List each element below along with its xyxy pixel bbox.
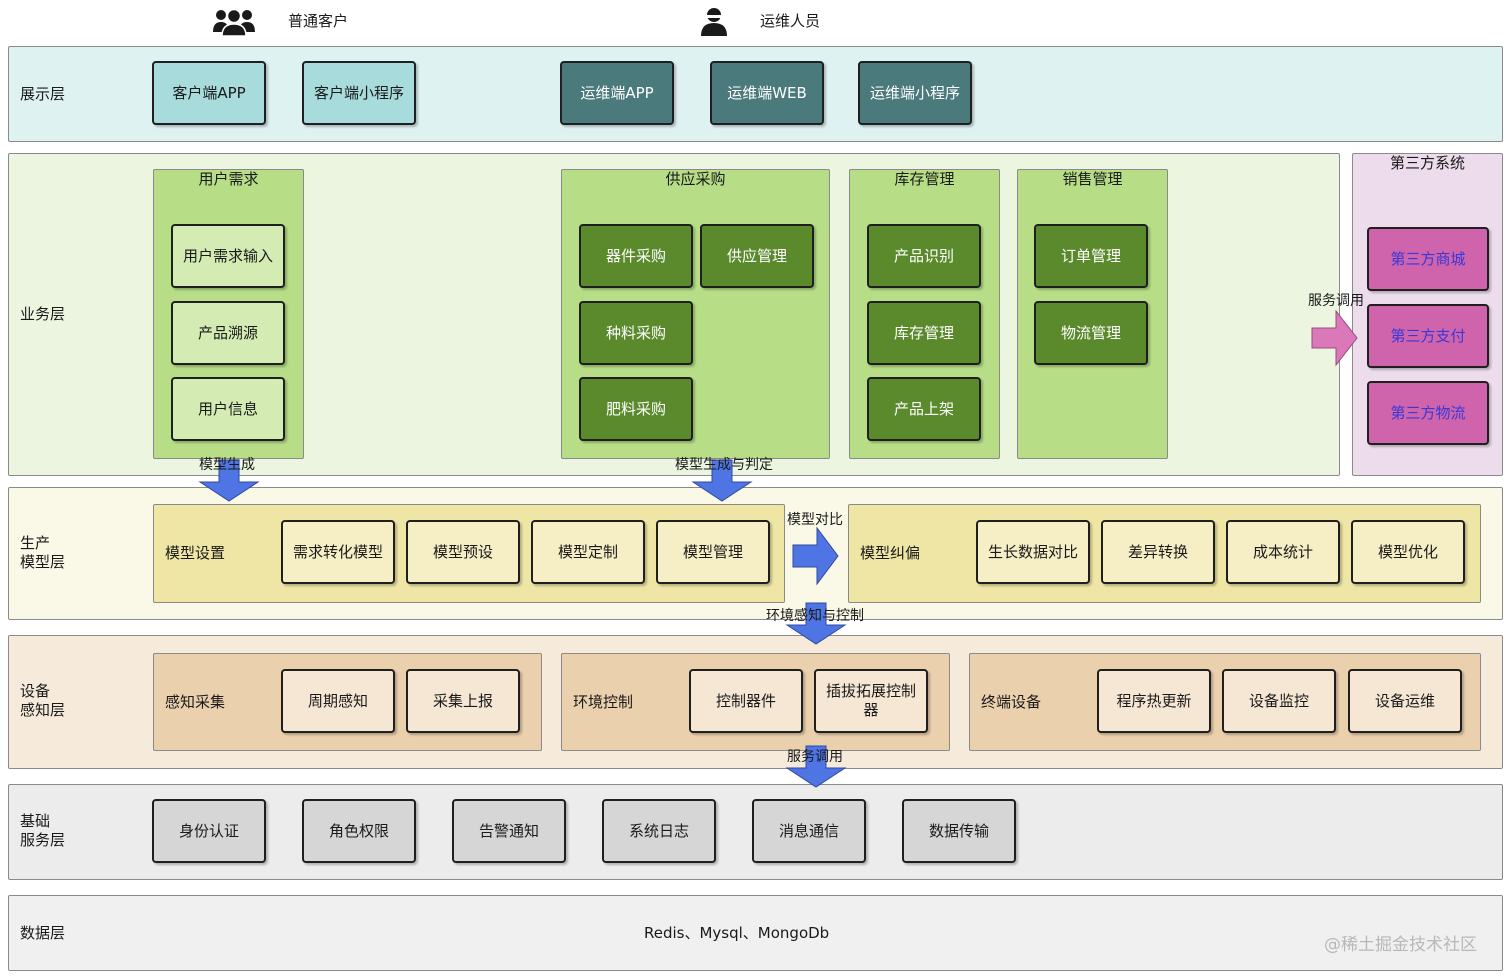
service-call-base-label: 服务调用 — [787, 749, 843, 765]
data-transfer-box: 数据传输 — [902, 799, 1016, 863]
group-title: 第三方系统 — [1389, 154, 1465, 172]
service-call-third-label: 服务调用 — [1308, 293, 1364, 309]
model-manage-box: 模型管理 — [656, 520, 770, 584]
group-label: 环境控制 — [573, 693, 634, 711]
alert-notify-box: 告警通知 — [452, 799, 566, 863]
group-title: 用户需求 — [198, 170, 259, 188]
layer-label: 展示层 — [20, 85, 66, 103]
model-optimize-box: 模型优化 — [1351, 520, 1465, 584]
group-title: 供应采购 — [665, 170, 726, 188]
customer-app-box: 客户端APP — [152, 61, 266, 125]
group-label: 模型设置 — [165, 544, 226, 562]
product-trace-box: 产品溯源 — [171, 301, 285, 365]
role-permission-box: 角色权限 — [302, 799, 416, 863]
hot-update-box: 程序热更新 — [1097, 669, 1211, 733]
plug-controller-box: 插拔拓展控制器 — [814, 669, 928, 733]
user-icon — [701, 8, 727, 36]
service-call-base-arrow — [785, 745, 847, 788]
ops-web-box: 运维端WEB — [710, 61, 824, 125]
cost-stat-box: 成本统计 — [1226, 520, 1340, 584]
diff-convert-box: 差异转换 — [1101, 520, 1215, 584]
service-call-third-arrow — [1311, 309, 1358, 367]
inventory-manage-box: 库存管理 — [867, 301, 981, 365]
env-sense-control-label: 环境感知与控制 — [766, 608, 864, 624]
auth-box: 身份认证 — [152, 799, 266, 863]
group-label: 终端设备 — [981, 693, 1042, 711]
ops-label: 运维人员 — [760, 12, 821, 30]
model-gen-judge-label: 模型生成与判定 — [675, 457, 773, 473]
seed-purchase-box: 种料采购 — [579, 301, 693, 365]
model-custom-box: 模型定制 — [531, 520, 645, 584]
third-party-logistics-box: 第三方物流 — [1367, 381, 1489, 445]
layer-label-text: 设备 感知层 — [20, 682, 66, 719]
logistics-manage-box: 物流管理 — [1034, 301, 1148, 365]
customer-miniapp-box: 客户端小程序 — [302, 61, 416, 125]
group-label: 模型纠偏 — [860, 544, 921, 562]
model-preset-box: 模型预设 — [406, 520, 520, 584]
layer-label-text: 生产 模型层 — [20, 534, 66, 571]
demand-model-box: 需求转化模型 — [281, 520, 395, 584]
device-ops-box: 设备运维 — [1348, 669, 1462, 733]
system-log-box: 系统日志 — [602, 799, 716, 863]
customer-label: 普通客户 — [288, 12, 349, 30]
model-gen-arrow — [198, 459, 260, 502]
group-users-icon — [213, 8, 255, 37]
watermark: @稀土掘金技术社区 — [1324, 935, 1477, 955]
model-gen-judge-arrow — [691, 459, 753, 502]
product-listing-box: 产品上架 — [867, 377, 981, 441]
layer-label: 基础 服务层 — [20, 812, 65, 850]
device-monitor-box: 设备监控 — [1222, 669, 1336, 733]
ops-app-box: 运维端APP — [560, 61, 674, 125]
order-manage-box: 订单管理 — [1034, 224, 1148, 288]
group-title: 库存管理 — [894, 170, 955, 188]
device-purchase-box: 器件采购 — [579, 224, 693, 288]
supply-manage-box: 供应管理 — [700, 224, 814, 288]
periodic-sense-box: 周期感知 — [281, 669, 395, 733]
third-party-pay-box: 第三方支付 — [1367, 304, 1489, 368]
message-box: 消息通信 — [752, 799, 866, 863]
third-party-mall-box: 第三方商城 — [1367, 227, 1489, 291]
group-title: 销售管理 — [1062, 170, 1123, 188]
model-gen-label: 模型生成 — [199, 457, 255, 473]
group-label: 感知采集 — [165, 693, 226, 711]
data-store-label: Redis、Mysql、MongoDb — [644, 924, 830, 942]
user-demand-input-box: 用户需求输入 — [171, 224, 285, 288]
growth-compare-box: 生长数据对比 — [976, 520, 1090, 584]
layer-label: 生产 模型层 — [20, 534, 65, 572]
ops-miniapp-box: 运维端小程序 — [858, 61, 972, 125]
model-compare-arrow — [792, 526, 839, 586]
layer-label: 业务层 — [20, 305, 66, 323]
layer-label: 设备 感知层 — [20, 682, 65, 720]
data-layer: 数据层 Redis、Mysql、MongoDb — [8, 895, 1503, 971]
collect-report-box: 采集上报 — [406, 669, 520, 733]
layer-label: 数据层 — [20, 924, 66, 942]
layer-label-text: 基础 服务层 — [20, 812, 66, 849]
model-compare-label: 模型对比 — [787, 512, 843, 528]
user-info-box: 用户信息 — [171, 377, 285, 441]
fertilizer-purchase-box: 肥料采购 — [579, 377, 693, 441]
control-device-box: 控制器件 — [689, 669, 803, 733]
env-sense-arrow — [785, 602, 847, 645]
product-identify-box: 产品识别 — [867, 224, 981, 288]
